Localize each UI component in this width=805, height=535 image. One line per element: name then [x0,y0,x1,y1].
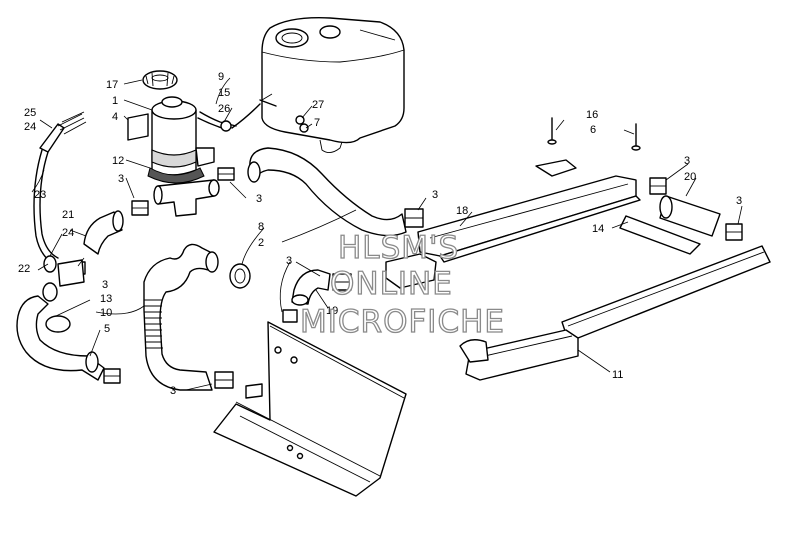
callout-25: 25 [24,107,36,119]
callout-18: 18 [456,205,468,217]
callout-12: 12 [112,155,124,167]
spring-hose-clamp [229,263,251,289]
callout-11: 11 [612,369,623,381]
heat-exchanger-panel [213,321,407,497]
callout-6: 6 [590,124,596,136]
callout-27: 27 [312,99,324,111]
callout-3-d: 3 [286,255,292,267]
callout-3-e: 3 [170,385,176,397]
callout-8: 8 [258,221,264,233]
callout-24-a: 24 [24,121,36,133]
lower-hose [16,295,105,381]
callout-3-a: 3 [118,173,124,185]
callout-4: 4 [112,111,118,123]
callout-13: 13 [100,293,112,305]
callout-14: 14 [592,223,604,235]
bottle-bracket [147,147,215,184]
watermark: HLSM'S ONLINE MICROFICHE [299,229,505,340]
expansion-bottle [151,96,197,176]
callout-21: 21 [62,209,74,221]
callout-15: 15 [218,87,230,99]
center-bracket [385,253,437,289]
corrugated-hose [143,243,219,391]
overflow-hose [197,99,309,133]
callout-2: 2 [258,237,264,249]
watermark-line-3: MICROFICHE [300,304,505,340]
decal [127,113,149,141]
watermark-line-2: ONLINE [330,266,453,302]
elbow-hose [291,269,331,306]
callout-7: 7 [314,117,320,129]
leader-lines [31,77,743,391]
callout-3-h: 3 [736,195,742,207]
filler-neck-fitting [153,179,220,217]
radiator-cap [142,70,178,90]
callout-3-f: 3 [432,189,438,201]
callout-26: 26 [218,103,230,115]
callout-3-b: 3 [256,193,262,205]
callout-16: 16 [586,109,598,121]
callout-23: 23 [34,189,46,201]
short-hose [83,210,124,255]
callout-20: 20 [684,171,696,183]
bleeder-valves [535,117,641,177]
callout-17: 17 [106,79,118,91]
callout-3-c: 3 [102,279,108,291]
callout-10: 10 [100,307,112,319]
bleed-fitting [42,259,85,302]
callout-1: 1 [112,95,118,107]
callout-24-b: 24 [62,227,74,239]
coolant-reservoir-tank [261,17,405,153]
callout-19: 19 [326,305,338,317]
upper-radiator-hose [247,147,407,237]
callout-3-g: 3 [684,155,690,167]
callout-labels: 17 1 4 12 3 3 9 15 26 27 7 25 24 23 21 2… [18,71,742,397]
callout-5: 5 [104,323,110,335]
watermark-line-1: HLSM'S [338,230,459,266]
connector-hose [659,195,721,237]
right-heat-exchanger [417,175,641,263]
callout-9: 9 [218,71,224,83]
callout-22: 22 [18,263,30,275]
left-heat-exchanger [459,245,771,381]
